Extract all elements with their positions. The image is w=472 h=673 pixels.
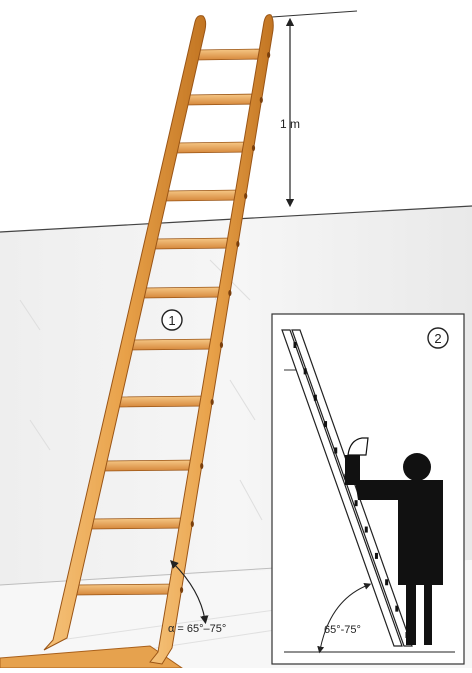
rung-hole	[220, 342, 223, 348]
ladder-rung	[103, 460, 199, 471]
ladder-number-badge: 1	[162, 310, 182, 330]
ladder-rung	[196, 49, 266, 60]
rung-hole	[191, 521, 194, 527]
rung-hole	[236, 241, 239, 247]
rung-hole	[200, 463, 203, 469]
ladder-rung	[142, 287, 227, 298]
ladder-rung	[175, 142, 251, 153]
inset-ladder-hole	[395, 606, 398, 612]
inset-ladder-hole	[385, 579, 388, 585]
rung-hole	[252, 145, 255, 151]
rung-hole	[180, 587, 183, 593]
ladder-rung	[118, 396, 210, 407]
rung-hole	[211, 399, 214, 405]
angle-label: α = 65°–75°	[168, 623, 226, 635]
inset-number-badge: 2	[428, 328, 448, 348]
inset-angle-label: 65°-75°	[324, 624, 361, 636]
inset-ladder-hole	[324, 421, 327, 427]
inset-ladder-hole	[294, 342, 297, 348]
inset-panel: 2 65°-75°	[272, 314, 464, 664]
ladder-rung	[90, 518, 189, 529]
height-dimension: 1 m	[272, 11, 357, 203]
rung-hole	[244, 193, 247, 199]
ladder-rung	[164, 190, 243, 201]
inset-ladder-hole	[334, 447, 337, 453]
inset-ladder-hole	[365, 527, 368, 533]
inset-ladder-hole	[304, 368, 307, 374]
inset-ladder-hole	[355, 500, 358, 506]
ladder-rung	[75, 584, 178, 595]
inset-ladder-hole	[375, 553, 378, 559]
inset-ladder-hole	[314, 395, 317, 401]
height-top-line	[272, 11, 357, 17]
ladder-rung	[130, 339, 218, 350]
rung-hole	[260, 97, 263, 103]
rung-hole	[228, 290, 231, 296]
rung-hole	[267, 52, 270, 58]
ladder-rung	[153, 238, 235, 249]
height-label: 1 m	[280, 117, 300, 131]
ladder-rung	[185, 94, 258, 105]
ladder-number: 1	[168, 313, 175, 328]
inset-number: 2	[434, 331, 441, 346]
